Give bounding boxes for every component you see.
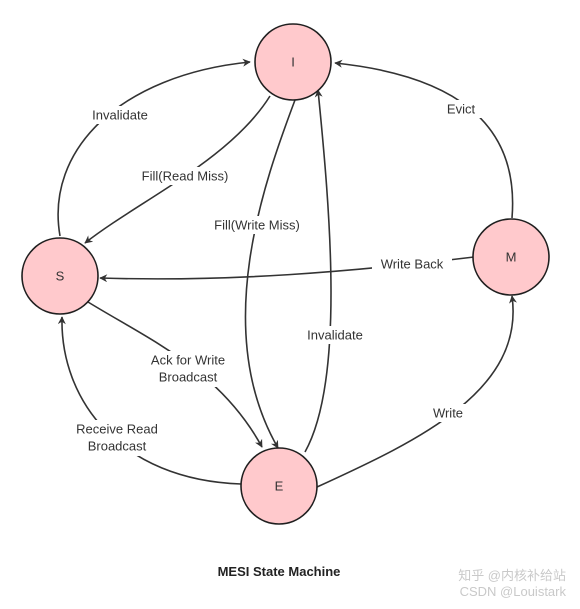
label-m-to-s: Write Back [372,255,452,273]
svg-text:Write: Write [433,405,463,420]
svg-text:Invalidate: Invalidate [307,327,363,342]
state-node-modified: M [472,218,550,296]
state-node-invalid: I [254,23,332,101]
svg-text:Invalidate: Invalidate [92,107,148,122]
svg-text:Ack for Write: Ack for Write [151,352,225,367]
label-i-to-e: Fill(Write Miss) [203,216,311,234]
svg-text:Broadcast: Broadcast [159,369,218,384]
svg-text:Evict: Evict [447,101,476,116]
svg-text:M: M [506,249,517,264]
label-m-to-i: Evict [440,100,482,118]
svg-text:Write Back: Write Back [381,256,444,271]
svg-text:Receive Read: Receive Read [76,421,158,436]
label-s-to-e: Ack for Write Broadcast [140,351,236,387]
svg-text:Broadcast: Broadcast [88,438,147,453]
edge-e-to-s [57,316,242,485]
diagram-caption: MESI State Machine [218,564,341,579]
edge-e-to-m [316,295,517,488]
edge-e-to-i [304,89,332,453]
label-e-to-m: Write [426,404,470,422]
edge-i-to-e [244,99,296,449]
svg-text:E: E [275,478,284,493]
svg-text:Fill(Write Miss): Fill(Write Miss) [214,217,300,232]
label-s-to-i: Invalidate [82,106,158,124]
state-node-exclusive: E [240,447,318,525]
svg-text:Fill(Read Miss): Fill(Read Miss) [142,168,229,183]
watermark-zhihu: 知乎 @内核补给站 [458,568,566,583]
edge-m-to-i [334,59,514,219]
state-node-shared: S [21,237,99,315]
watermark-csdn: CSDN @Louistark [460,584,567,599]
label-i-to-s: Fill(Read Miss) [133,167,237,185]
label-e-to-i: Invalidate [300,326,370,344]
svg-text:I: I [291,54,295,69]
label-e-to-s: Receive Read Broadcast [70,420,164,456]
svg-text:S: S [56,268,65,283]
